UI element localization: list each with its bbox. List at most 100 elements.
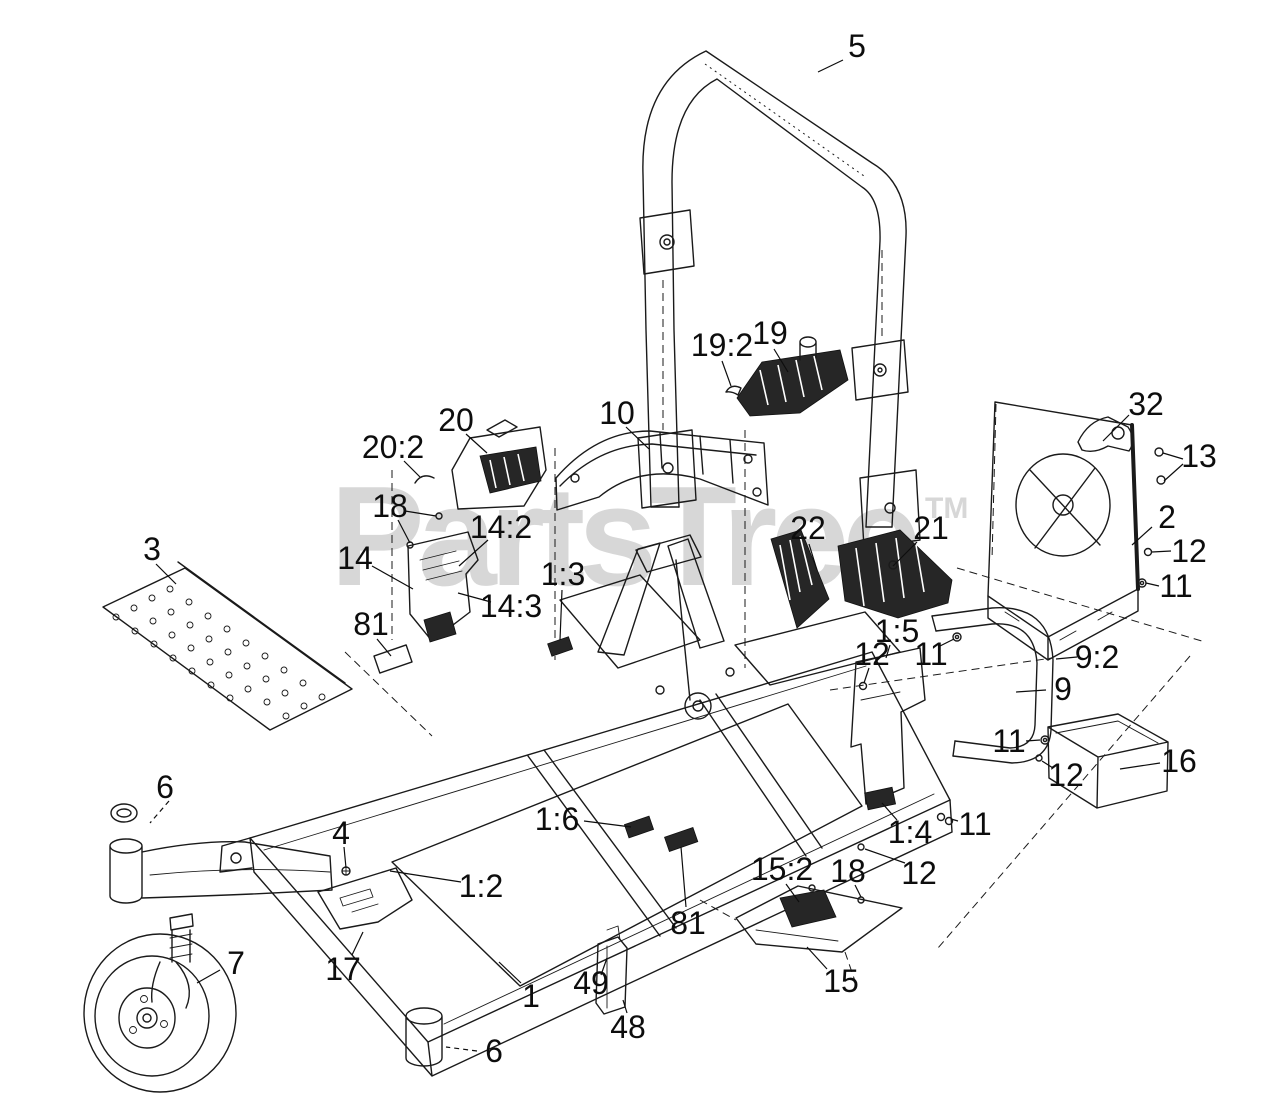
callout-6: 6 (156, 769, 174, 805)
foot-plate (102, 561, 433, 737)
callout-leader (785, 883, 800, 903)
callout-48: 48 (610, 1009, 646, 1045)
callout-leader (625, 426, 650, 450)
callout-14: 14 (337, 540, 373, 576)
callout-leader (1041, 760, 1054, 769)
weight-box (1047, 713, 1169, 809)
decal-81-left (373, 644, 413, 674)
callout-14:2: 14:2 (470, 509, 532, 545)
callout-leader (498, 961, 522, 984)
callout-32: 32 (1128, 386, 1164, 422)
callout-leader (389, 870, 462, 883)
latch-bracket (725, 336, 849, 417)
decal-1-4 (864, 786, 897, 811)
nut-11-mid (952, 632, 962, 642)
callout-leader (939, 638, 955, 647)
callout-81: 81 (670, 905, 706, 941)
callout-5: 5 (848, 28, 866, 64)
rops-bar (637, 50, 921, 549)
callout-leader (457, 592, 492, 603)
callout-leader (721, 360, 732, 387)
callout-leader (600, 957, 608, 976)
callout-leader (351, 931, 364, 956)
callout-leader (1131, 526, 1153, 546)
callout-leader (1025, 739, 1041, 742)
callout-leader (559, 589, 563, 641)
callout-leader (680, 846, 687, 908)
callout-leader (196, 969, 221, 984)
skid-plate (699, 884, 903, 985)
callout-leader (1151, 550, 1172, 553)
callout-9: 9 (1054, 671, 1072, 707)
callout-leader (155, 563, 177, 585)
callout-15:2: 15:2 (751, 851, 813, 887)
callout-leader (343, 846, 347, 869)
callout-19:2: 19:2 (691, 327, 753, 363)
callout-1:3: 1:3 (541, 556, 585, 592)
callout-leader (445, 1046, 478, 1052)
callout-leader (950, 818, 959, 822)
callout-leader (863, 667, 870, 684)
callout-11: 11 (1159, 568, 1192, 604)
callout-20: 20 (438, 402, 474, 438)
callout-20:2: 20:2 (362, 429, 424, 465)
screw-15-2 (808, 884, 816, 892)
callout-19: 19 (752, 315, 788, 351)
callout-leader (376, 638, 392, 657)
callout-18: 18 (830, 853, 866, 889)
callout-leader (1145, 582, 1160, 587)
callout-81: 81 (353, 606, 389, 642)
nut-11-bumper (1040, 735, 1050, 745)
rear-panel (987, 401, 1166, 661)
screw-12-low (857, 843, 865, 851)
callout-leader (583, 820, 632, 828)
callout-leader (397, 519, 411, 544)
callout-6: 6 (485, 1033, 503, 1069)
callout-1:2: 1:2 (459, 868, 503, 904)
callout-21: 21 (913, 510, 949, 546)
watermark-tm: TM (925, 492, 968, 525)
callout-1:4: 1:4 (888, 814, 932, 850)
callout-12: 12 (1048, 757, 1084, 793)
callout-2: 2 (1158, 499, 1176, 535)
bracket-17 (317, 867, 413, 930)
callout-12: 12 (854, 636, 890, 672)
callout-16: 16 (1161, 743, 1197, 779)
callout-leader (808, 543, 818, 571)
callout-12: 12 (1171, 533, 1207, 569)
nut-11-low-b (944, 816, 954, 826)
callout-4: 4 (332, 815, 350, 851)
callout-leader (1102, 414, 1130, 442)
decal-1-3 (547, 636, 574, 657)
callout-leader (881, 802, 898, 821)
mount-bracket-20 (391, 419, 556, 660)
screw-13a (1154, 447, 1164, 457)
callout-leader (404, 510, 437, 517)
callout-leader (149, 800, 170, 824)
callout-leader (371, 565, 414, 590)
callout-9:2: 9:2 (1075, 639, 1119, 675)
support-bracket (829, 567, 1206, 949)
callout-leader (864, 848, 906, 864)
callout-leader (1015, 689, 1047, 693)
heat-shields (744, 430, 953, 668)
decal-81 (664, 826, 699, 852)
caster-tube (405, 1007, 443, 1067)
screw-13b (1156, 475, 1166, 485)
rear-bumper (931, 607, 1054, 764)
callout-12: 12 (901, 855, 937, 891)
callout-leader (1055, 656, 1078, 660)
callout-leader (1119, 762, 1161, 770)
callout-leader (892, 541, 918, 567)
callout-11: 11 (992, 723, 1025, 759)
nut-11-low-a (936, 812, 946, 822)
callout-leader (622, 999, 628, 1014)
callout-3: 3 (143, 531, 161, 567)
callout-leader (1162, 452, 1184, 460)
callout-leader (1163, 463, 1184, 482)
clip-20-2 (414, 475, 435, 484)
callout-14:3: 14:3 (480, 588, 542, 624)
